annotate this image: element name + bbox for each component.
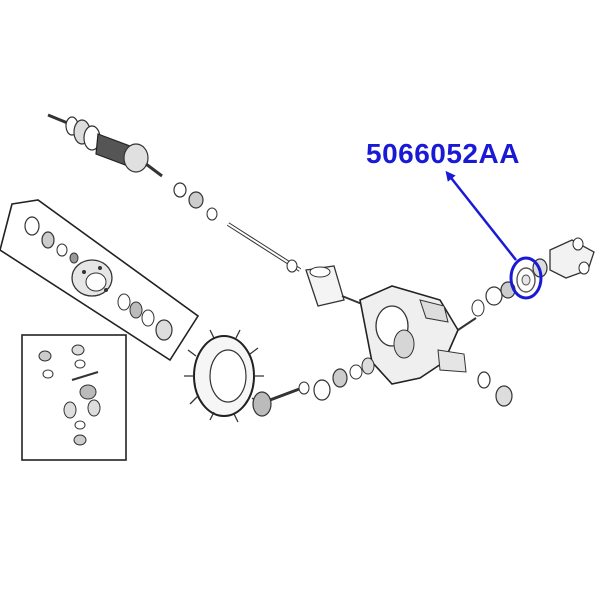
axle-shaft-icon bbox=[226, 222, 302, 273]
shaft-collar-icon bbox=[305, 265, 363, 307]
spider-gear-inset-box bbox=[21, 334, 127, 461]
carrier-inset-box bbox=[0, 199, 200, 362]
part-number-label: 5066052AA bbox=[366, 138, 520, 169]
seal-icon bbox=[173, 182, 218, 221]
axle-seal-right-icon bbox=[477, 371, 513, 407]
spider-gears-icon bbox=[38, 344, 101, 446]
differential-housing-icon bbox=[359, 285, 485, 385]
cv-joint-icon bbox=[47, 113, 163, 178]
highlighted-seal-icon bbox=[509, 256, 543, 300]
ring-gear-icon bbox=[184, 329, 264, 423]
yoke-icon bbox=[549, 237, 595, 279]
inset-carrier-case-icon bbox=[71, 259, 113, 297]
inset-bearing-icon bbox=[24, 216, 79, 264]
pinion-bearings-icon bbox=[313, 357, 375, 401]
callout-arrow bbox=[445, 170, 517, 261]
pinion-gear-icon bbox=[252, 381, 310, 417]
inset-shims-icon bbox=[117, 293, 173, 341]
